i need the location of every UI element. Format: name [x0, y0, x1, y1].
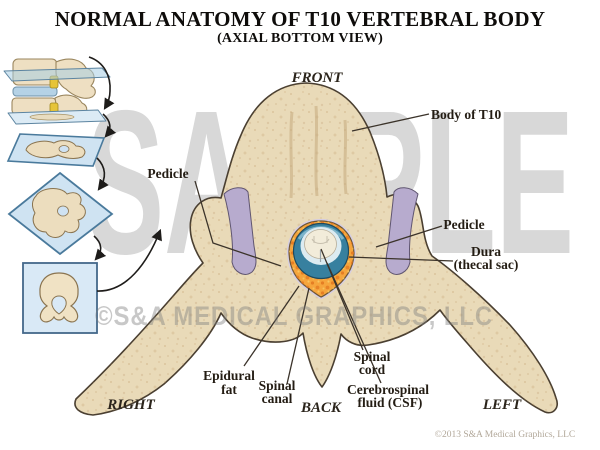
flow-arrow-2 — [102, 113, 117, 138]
canal-hole-mini — [51, 295, 67, 315]
label-csf-line1: Cerebrospinal — [347, 382, 429, 397]
bone-streaks — [289, 105, 348, 199]
label-body-of-t10: Body of T10 — [431, 107, 502, 122]
label-csf-line2: fluid (CSF) — [358, 395, 423, 410]
leader-dura — [348, 256, 454, 262]
leader-epidural-fat — [243, 285, 300, 367]
facet-cartilage-left — [223, 187, 257, 275]
cord-gray-matter-hint — [311, 236, 330, 244]
flow-arrow-4 — [93, 235, 107, 261]
inset-step2-oblique-slice-thumbnail — [6, 133, 106, 167]
label-epidural-fat-line1: Epidural — [203, 368, 255, 383]
cut-plane — [3, 67, 111, 82]
label-spinal-cord-line1: Spinal — [354, 349, 391, 364]
flow-arrow-3 — [96, 157, 109, 191]
label-back: BACK — [300, 400, 342, 416]
flow-arrow-1 — [88, 56, 115, 110]
label-spinal-canal-line2: canal — [262, 391, 293, 406]
label-pedicle-left: Pedicle — [147, 166, 188, 181]
leader-lines — [194, 113, 454, 385]
label-spinal-cord-line2: cord — [359, 362, 386, 377]
label-left: LEFT — [482, 397, 522, 413]
orientation-labels: FRONT BACK RIGHT LEFT — [106, 70, 522, 416]
leader-csf — [326, 262, 382, 384]
intervertebral-disc — [12, 86, 58, 97]
inset-steps-column — [3, 56, 162, 334]
anatomy-labels: Body of T10 Pedicle Pedicle Dura (thecal… — [147, 107, 518, 410]
inset-step4-axial-view-thumbnail — [22, 262, 98, 334]
label-front: FRONT — [291, 70, 344, 86]
label-epidural-fat-line2: fat — [221, 382, 237, 397]
facet-cartilage-right — [385, 187, 419, 275]
vertebra-section-oblique — [25, 140, 86, 159]
flow-arrow-to-main — [96, 228, 162, 292]
canal-hole-rotated — [57, 205, 69, 217]
label-dura-line2: (thecal sac) — [454, 257, 519, 272]
inset-step1-lateral-spine-thumbnail — [3, 58, 111, 125]
label-right: RIGHT — [106, 397, 155, 413]
leader-body-of-t10 — [351, 113, 430, 132]
leader-pedicle-right — [375, 225, 443, 248]
inset-step3-rotated-slice-thumbnail — [7, 171, 114, 256]
label-dura-line1: Dura — [471, 244, 501, 259]
leader-pedicle-left — [194, 180, 282, 267]
center-watermark: ©S&A MEDICAL GRAPHICS, LLC — [95, 301, 493, 331]
label-pedicle-right: Pedicle — [443, 217, 484, 232]
canal-hole-oblique — [58, 145, 70, 153]
page-subtitle: (AXIAL BOTTOM VIEW) — [217, 31, 383, 47]
leader-spinal-canal — [286, 287, 310, 385]
title-block: NORMAL ANATOMY OF T10 VERTEBRAL BODY (AX… — [0, 7, 600, 47]
label-spinal-canal-line1: Spinal — [259, 378, 296, 393]
spinal-canal-contents — [286, 218, 357, 300]
slice-content-hint — [29, 113, 75, 121]
footer-copyright: ©2013 S&A Medical Graphics, LLC — [435, 429, 575, 440]
page-title: NORMAL ANATOMY OF T10 VERTEBRAL BODY — [54, 7, 546, 31]
flow-arrows — [88, 56, 162, 292]
